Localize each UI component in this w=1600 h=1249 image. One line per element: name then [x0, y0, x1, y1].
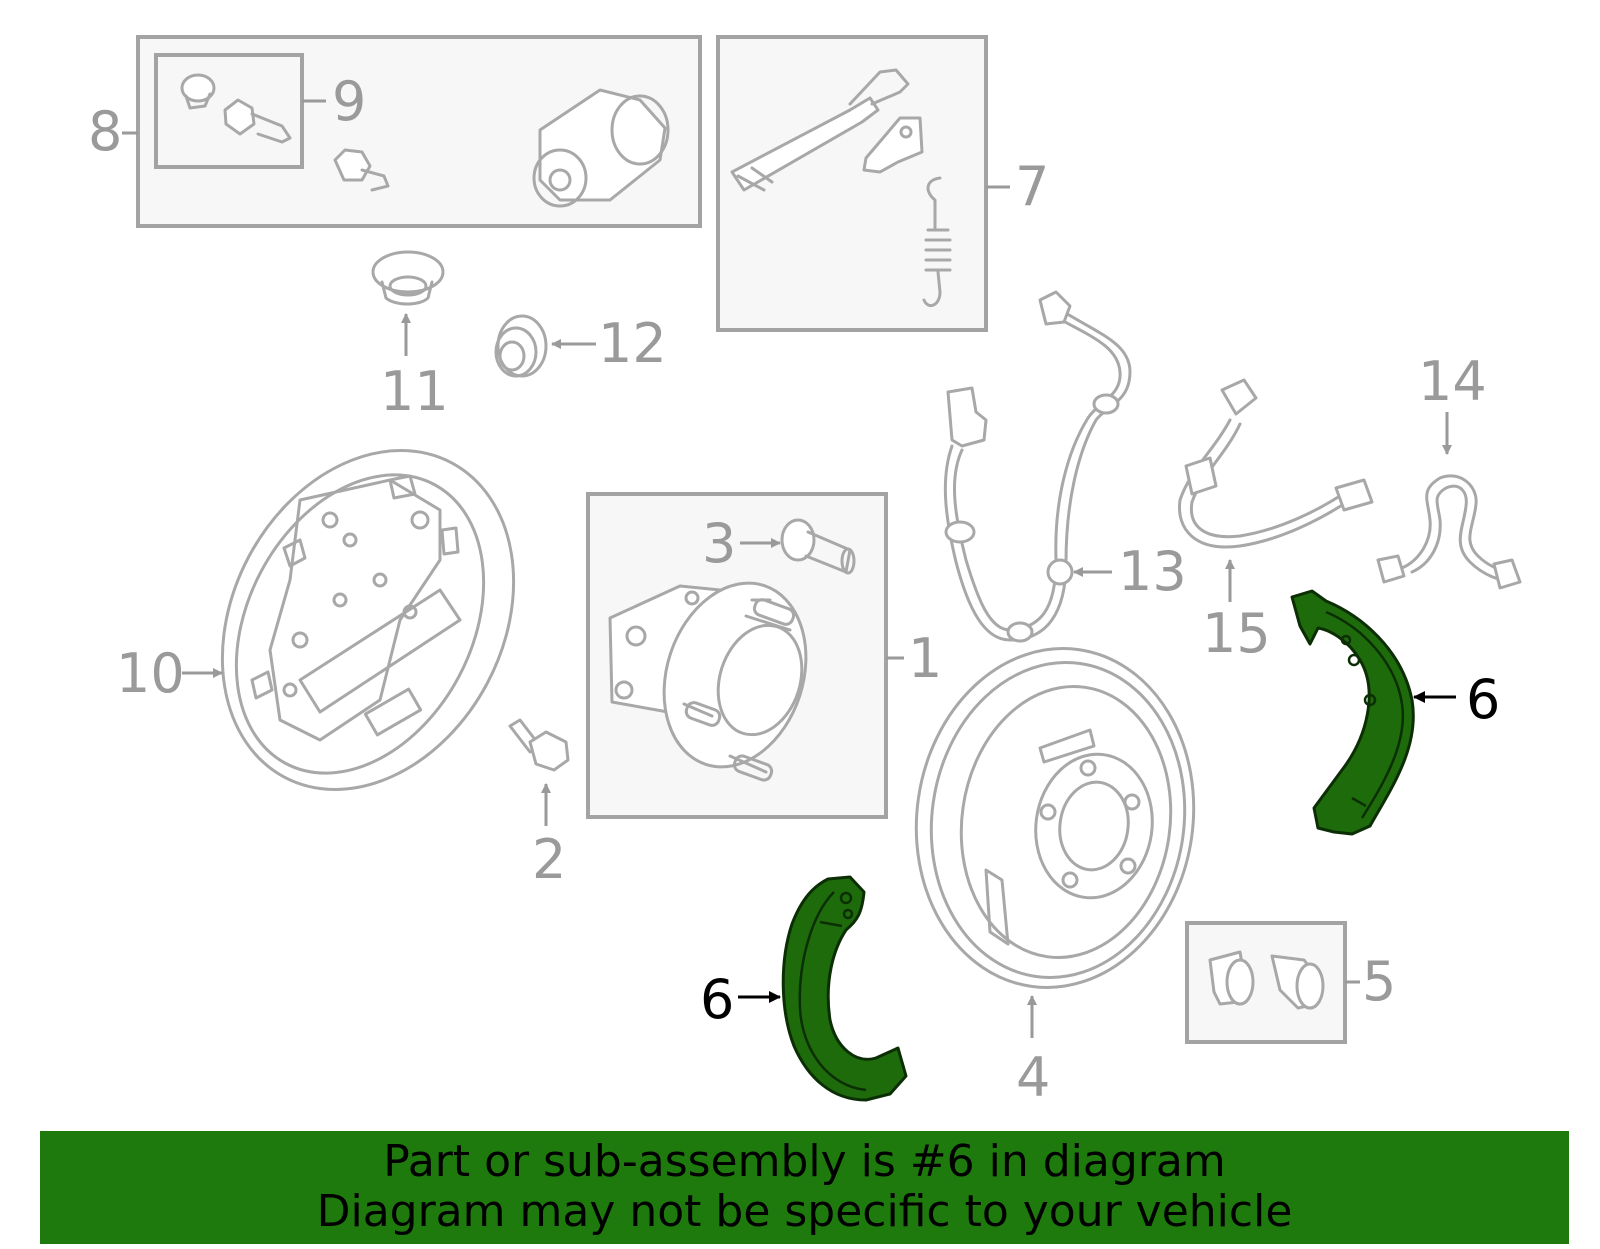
callout-15: 15 [1202, 602, 1271, 665]
adjuster-spring-kit-box [716, 35, 988, 332]
backing-plate-bolt [508, 718, 570, 772]
seal-plug [494, 314, 548, 378]
brake-drum [914, 647, 1196, 989]
callout-12: 12 [598, 312, 667, 375]
callout-5: 5 [1362, 950, 1396, 1013]
callout-7: 7 [1015, 155, 1049, 218]
hub-bolt [780, 518, 856, 575]
drum-screws-box [1185, 921, 1347, 1044]
banner-line-2: Diagram may not be specific to your vehi… [316, 1186, 1293, 1237]
callout-labels: 8 9 7 11 12 10 3 1 2 13 14 15 4 5 6 6 [88, 70, 1500, 1109]
callout-4: 4 [1016, 1046, 1050, 1109]
highlight-notice-banner: Part or sub-assembly is #6 in diagram Di… [40, 1131, 1569, 1244]
callout-6-right: 6 [1466, 668, 1500, 731]
brake-line [1376, 474, 1522, 590]
banner-line-1: Part or sub-assembly is #6 in diagram [383, 1136, 1226, 1187]
brake-shoe-left [781, 875, 908, 1102]
grommet-plug [371, 250, 445, 306]
callout-9: 9 [332, 70, 366, 133]
callout-3: 3 [702, 512, 736, 575]
callout-13: 13 [1118, 540, 1187, 603]
callout-2: 2 [532, 828, 566, 891]
callout-14: 14 [1418, 350, 1487, 413]
backing-plate [220, 449, 516, 791]
callout-6-left: 6 [700, 968, 734, 1031]
brake-hose [1178, 378, 1374, 549]
hub-bearing-box [586, 492, 888, 819]
callout-1: 1 [908, 627, 942, 690]
abs-sensor-harness [943, 290, 1132, 643]
callout-8: 8 [88, 100, 122, 163]
callout-10: 10 [116, 642, 185, 705]
leader-lines [122, 99, 1456, 1038]
brake-shoe-right [1290, 589, 1415, 836]
callout-11: 11 [380, 360, 449, 423]
wheel-cylinder-kit-box [136, 35, 702, 228]
